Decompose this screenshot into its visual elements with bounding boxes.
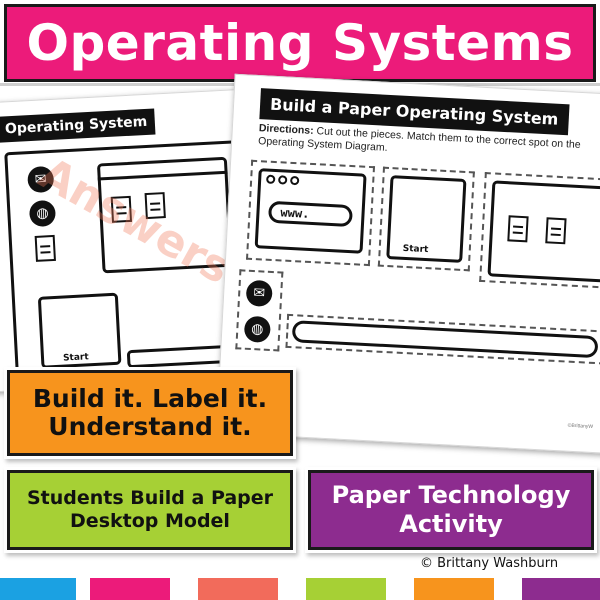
tagline-line: Activity (399, 510, 503, 538)
banner-title: Operating Systems (26, 14, 574, 72)
tagline-line: Build it. Label it. (32, 384, 268, 413)
tagline-line: Desktop Model (70, 510, 230, 532)
banner: Operating Systems (0, 0, 600, 86)
browser-url: www. (280, 205, 310, 221)
color-strip-block (306, 578, 386, 600)
color-strip-block (90, 578, 170, 600)
tagline-line: Paper Technology (331, 481, 571, 510)
tagline-line: Understand it. (48, 412, 252, 441)
document-icon (545, 217, 567, 245)
file-window-piece (487, 180, 600, 284)
start-label: Start (62, 352, 89, 364)
color-strip-block (414, 578, 494, 600)
tagline-paper-technology: Paper Technology Activity (308, 470, 594, 550)
tagline-desktop-model: Students Build a Paper Desktop Model (7, 470, 293, 550)
tagline-line: Students Build a Paper (26, 487, 274, 510)
document-icon (34, 234, 56, 262)
tagline-build-label-understand: Build it. Label it. Understand it. (7, 370, 293, 456)
left-page-title: Operating System (0, 108, 156, 143)
banner-panel: Operating Systems (4, 4, 596, 82)
color-strip-block (522, 578, 600, 600)
start-label: Start (402, 243, 429, 256)
copyright: © Brittany Washburn (420, 556, 559, 571)
page-credit: ©BrittanyW (567, 422, 594, 431)
color-strip-block (0, 578, 76, 600)
document-icon (507, 215, 529, 243)
color-strip-block (198, 578, 278, 600)
